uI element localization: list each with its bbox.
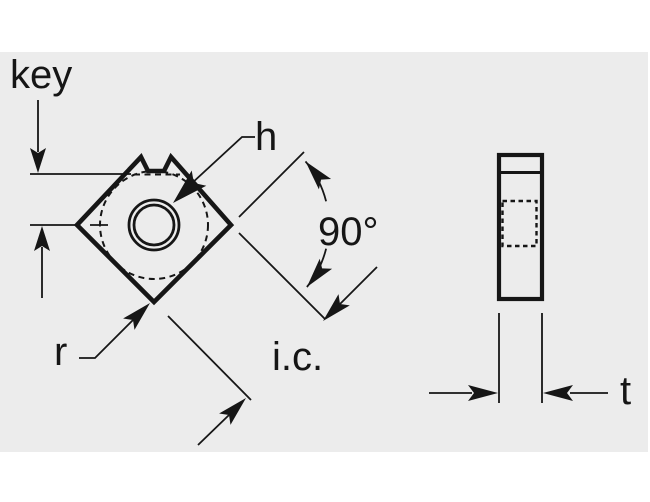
angle-arrowhead-upper [305, 161, 332, 190]
hole-leader-line [190, 136, 255, 185]
ic-arrowhead-lower [219, 398, 246, 425]
radius-leader: r [54, 303, 150, 374]
side-view [496, 152, 545, 302]
angle-extension-line-upper [238, 151, 305, 218]
side-view-outline [496, 152, 545, 302]
angle-arrowhead-lower [306, 258, 333, 287]
key-arrowhead-up [34, 226, 50, 251]
side-view-hidden-hole [501, 199, 538, 248]
thickness-dimension: t [429, 313, 631, 413]
ic-dimension: i.c. [167, 266, 378, 446]
ic-label: i.c. [272, 335, 323, 379]
hole-outer-circle [127, 198, 181, 252]
key-dimension: key [10, 53, 131, 298]
angle-dimension: 90° [238, 151, 379, 320]
front-view [73, 152, 235, 306]
ic-extension-line [167, 315, 252, 401]
key-arrowhead-down [30, 148, 46, 173]
hole-leader: h [173, 115, 277, 203]
thickness-label: t [620, 369, 631, 413]
ic-arrowhead-upper [323, 294, 350, 321]
key-label: key [10, 53, 72, 97]
ic-arrow-tail-upper [339, 266, 378, 305]
t-arrowhead-right [543, 385, 573, 401]
insert-outline [73, 152, 235, 306]
radius-label: r [54, 330, 67, 374]
t-arrowhead-left [468, 385, 498, 401]
radius-arrowhead [123, 303, 150, 330]
ic-arrow-tail-lower [197, 414, 230, 446]
hole-arrowhead [173, 170, 207, 203]
angle-label: 90° [318, 210, 379, 254]
angle-extension-line-lower [238, 232, 326, 320]
hole-label: h [255, 115, 277, 159]
radius-leader-line [79, 319, 134, 359]
hole-inner-circle [132, 203, 176, 247]
